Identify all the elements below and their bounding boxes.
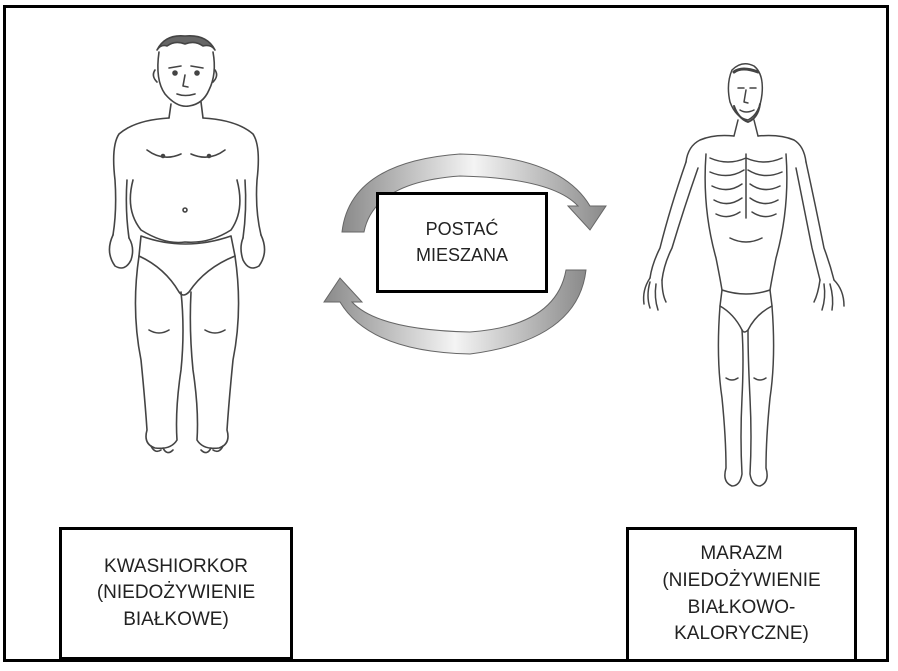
emaciated-person-illustration bbox=[630, 58, 860, 498]
kwashiorkor-label: KWASHIORKOR (NIEDOŻYWIENIE BIAŁKOWE) bbox=[59, 527, 293, 660]
obese-swollen-person-illustration bbox=[85, 30, 285, 470]
marasmus-label: MARAZM (NIEDOŻYWIENIE BIAŁKOWO- KALORYCZ… bbox=[626, 527, 857, 662]
mixed-form-label: POSTAĆ MIESZANA bbox=[376, 192, 548, 293]
